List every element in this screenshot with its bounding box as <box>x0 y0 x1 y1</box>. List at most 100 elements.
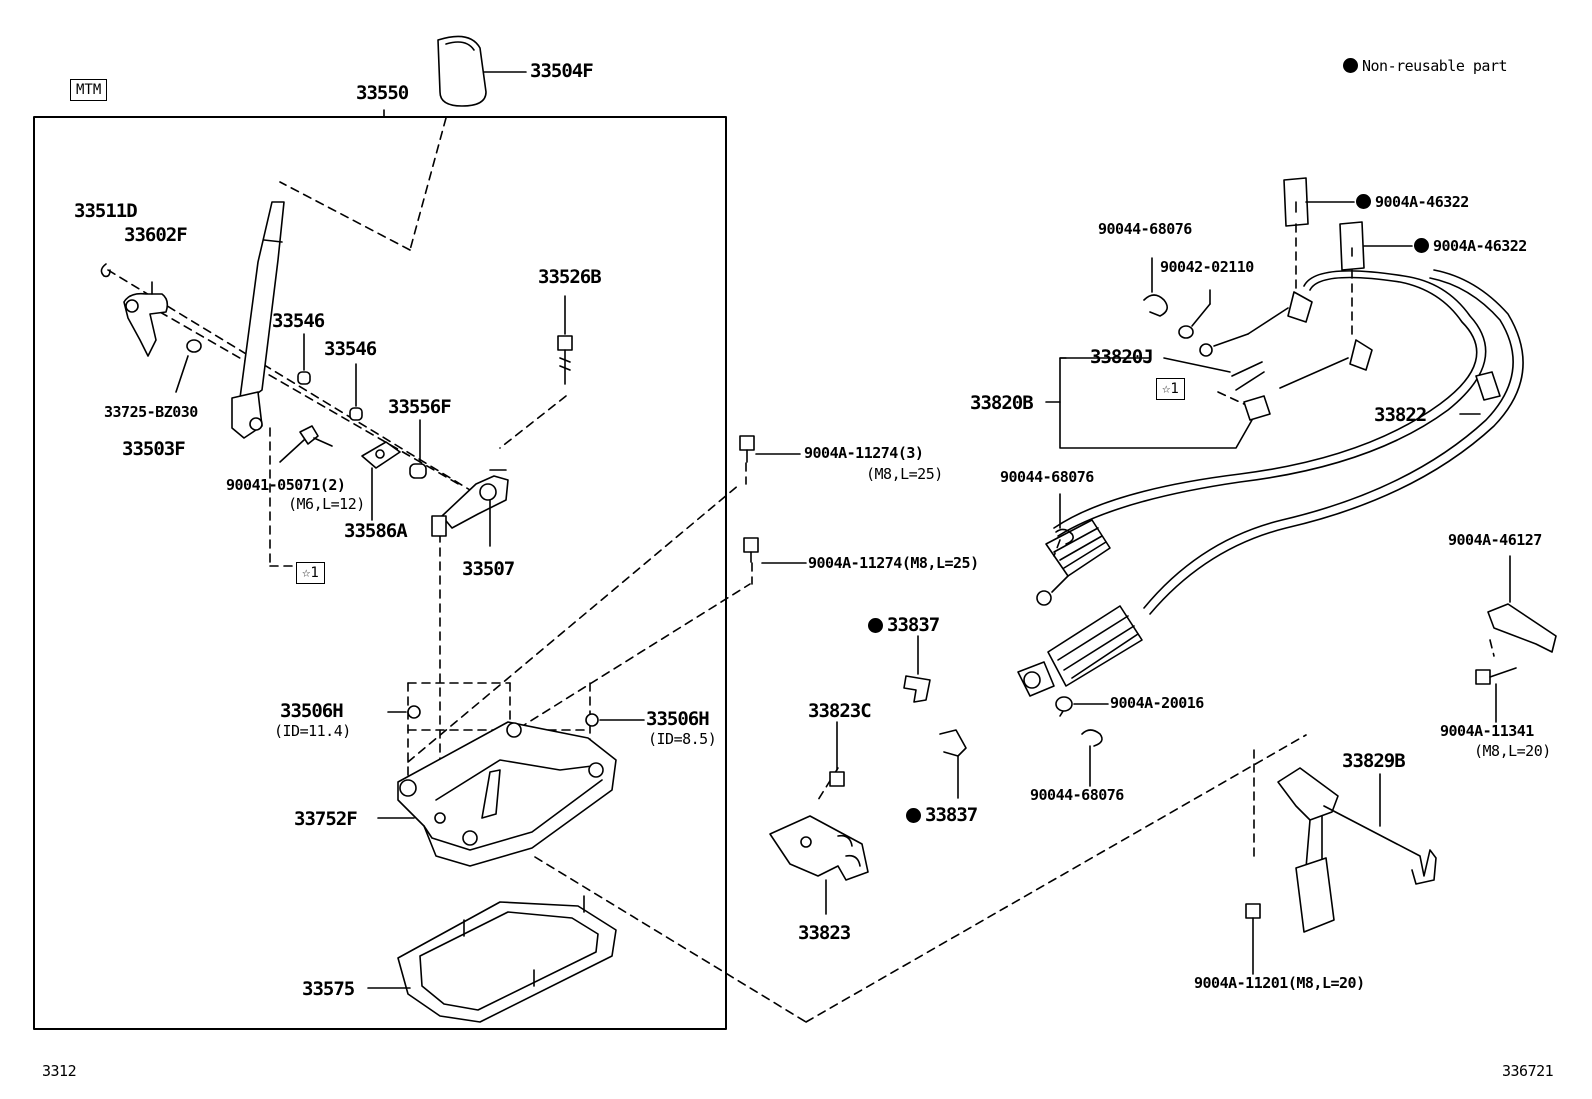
bracket-9004A-46127 <box>1487 555 1557 653</box>
part-label-33823[interactable]: 33823 <box>798 922 851 944</box>
part-label-33546-b[interactable]: 33546 <box>324 338 377 360</box>
part-label-90044-68076-b[interactable]: 90044-68076 <box>1000 468 1094 486</box>
part-label-9004A-11274-3[interactable]: 9004A-11274(3) <box>804 444 924 462</box>
star-ref-right: ☆1 <box>1156 378 1185 400</box>
seal-33506H-b <box>585 713 645 727</box>
non-reusable-dot-icon <box>1356 194 1371 209</box>
plate-33586A <box>361 441 401 521</box>
part-label-33820J[interactable]: 33820J <box>1090 346 1154 368</box>
part-label-9004A-46127[interactable]: 9004A-46127 <box>1448 531 1542 549</box>
part-label-33822[interactable]: 33822 <box>1374 404 1427 426</box>
part-label-33503F[interactable]: 33503F <box>122 438 186 460</box>
part-label-33602F[interactable]: 33602F <box>124 224 188 246</box>
non-reusable-dot-icon <box>868 618 883 633</box>
retainer-9004A-46322-b <box>1339 221 1413 271</box>
part-label-33575[interactable]: 33575 <box>302 978 355 1000</box>
part-label-33556F[interactable]: 33556F <box>388 396 452 418</box>
cable-end-upper <box>1199 291 1373 421</box>
part-number: 33837 <box>887 614 940 636</box>
assembly-label[interactable]: 33550 <box>356 82 409 104</box>
part-label-33507[interactable]: 33507 <box>462 558 515 580</box>
part-label-90042-02110[interactable]: 90042-02110 <box>1160 258 1254 276</box>
part-label-90041-05071[interactable]: 90041-05071(2) <box>226 476 346 494</box>
part-label-90044-68076-a[interactable]: 90044-68076 <box>1098 220 1192 238</box>
bushing-33546-a <box>297 333 311 385</box>
bolt-90041 <box>279 425 333 463</box>
bolt-9004A-11201 <box>1245 903 1261 975</box>
clip-33511D <box>100 263 111 278</box>
part-label-33526B[interactable]: 33526B <box>538 266 602 288</box>
dashed-alignment-lines-left <box>107 117 1307 1023</box>
shift-lever <box>231 201 285 439</box>
bolt-33823C <box>829 721 845 787</box>
clip-90044-upper <box>1143 257 1168 317</box>
bolt-9004A-11274-b <box>743 537 807 564</box>
part-label-33837-b[interactable]: 33837 <box>906 804 978 826</box>
clip-33820J <box>1163 357 1265 391</box>
part-label-33725-BZ030[interactable]: 33725-BZ030 <box>104 403 198 421</box>
clip-33837-a <box>903 635 931 703</box>
legend-non-reusable: Non-reusable part <box>1343 57 1508 75</box>
bushing-33556F <box>409 419 427 479</box>
bushing-33725 <box>175 339 202 393</box>
assembly-frame <box>33 116 727 1030</box>
gasket-33575 <box>367 895 617 1023</box>
part-label-33506H-b[interactable]: 33506H <box>646 708 710 730</box>
filled-circle-icon <box>1343 58 1358 73</box>
part-label-33820B[interactable]: 33820B <box>970 392 1034 414</box>
washer-9004A-20016 <box>1055 696 1109 712</box>
bracket-33823 <box>769 815 869 915</box>
part-label-33837-a[interactable]: 33837 <box>868 614 940 636</box>
retainer-9004A-46322-a <box>1283 177 1355 227</box>
part-number: 33837 <box>925 804 978 826</box>
part-spec-9004A-11274-3: (M8,L=25) <box>866 465 943 483</box>
bracket-33602F <box>123 281 169 357</box>
part-spec-90041: (M6,L=12) <box>288 495 365 513</box>
washer-90042 <box>1178 289 1211 339</box>
cable-end-lower <box>1017 519 1143 697</box>
part-label-33752F[interactable]: 33752F <box>294 808 358 830</box>
bolt-33526B <box>557 295 573 385</box>
part-label-33511D[interactable]: 33511D <box>74 200 138 222</box>
part-label-33504F[interactable]: 33504F <box>530 60 594 82</box>
bracket-33820B <box>1045 357 1253 449</box>
part-label-33506H-a[interactable]: 33506H <box>280 700 344 722</box>
shift-cable-33822 <box>1053 269 1524 615</box>
shift-housing-33752F <box>377 721 617 867</box>
part-number: 9004A-46322 <box>1375 193 1469 211</box>
seal-33506H-a <box>387 705 421 719</box>
clip-90044-mid <box>1055 493 1074 545</box>
part-label-9004A-11201[interactable]: 9004A-11201(M8,L=20) <box>1194 974 1365 992</box>
part-spec-33506H-b: (ID=8.5) <box>648 730 717 748</box>
clip-90044-lower <box>1081 729 1103 787</box>
non-reusable-dot-icon <box>906 808 921 823</box>
part-number: 9004A-46322 <box>1433 237 1527 255</box>
shift-lever-33507 <box>431 469 509 547</box>
star-ref-left: ☆1 <box>296 562 325 584</box>
bushing-33546-b <box>349 363 363 421</box>
clip-33837-b <box>939 729 967 799</box>
bolt-9004A-11341 <box>1475 667 1517 723</box>
part-label-33823C[interactable]: 33823C <box>808 700 872 722</box>
legend-text: Non-reusable part <box>1362 57 1508 75</box>
part-label-90044-68076-c[interactable]: 90044-68076 <box>1030 786 1124 804</box>
bracket-33829B <box>1277 767 1437 933</box>
part-label-33586A[interactable]: 33586A <box>344 520 408 542</box>
non-reusable-dot-icon <box>1414 238 1429 253</box>
shift-knob <box>437 35 527 107</box>
part-label-9004A-20016[interactable]: 9004A-20016 <box>1110 694 1204 712</box>
part-label-33829B[interactable]: 33829B <box>1342 750 1406 772</box>
part-label-9004A-11274[interactable]: 9004A-11274(M8,L=25) <box>808 554 979 572</box>
bolt-9004A-11274-a <box>739 435 801 463</box>
part-label-9004A-46322-a[interactable]: 9004A-46322 <box>1356 194 1469 210</box>
part-label-9004A-46322-b[interactable]: 9004A-46322 <box>1414 238 1527 254</box>
model-tag: MTM <box>70 79 108 101</box>
part-spec-33506H-a: (ID=11.4) <box>274 722 351 740</box>
footer-left-code: 3312 <box>42 1062 77 1080</box>
part-spec-9004A-11341: (M8,L=20) <box>1474 742 1551 760</box>
part-label-9004A-11341[interactable]: 9004A-11341 <box>1440 722 1534 740</box>
part-label-33546-a[interactable]: 33546 <box>272 310 325 332</box>
footer-right-code: 336721 <box>1502 1062 1554 1080</box>
